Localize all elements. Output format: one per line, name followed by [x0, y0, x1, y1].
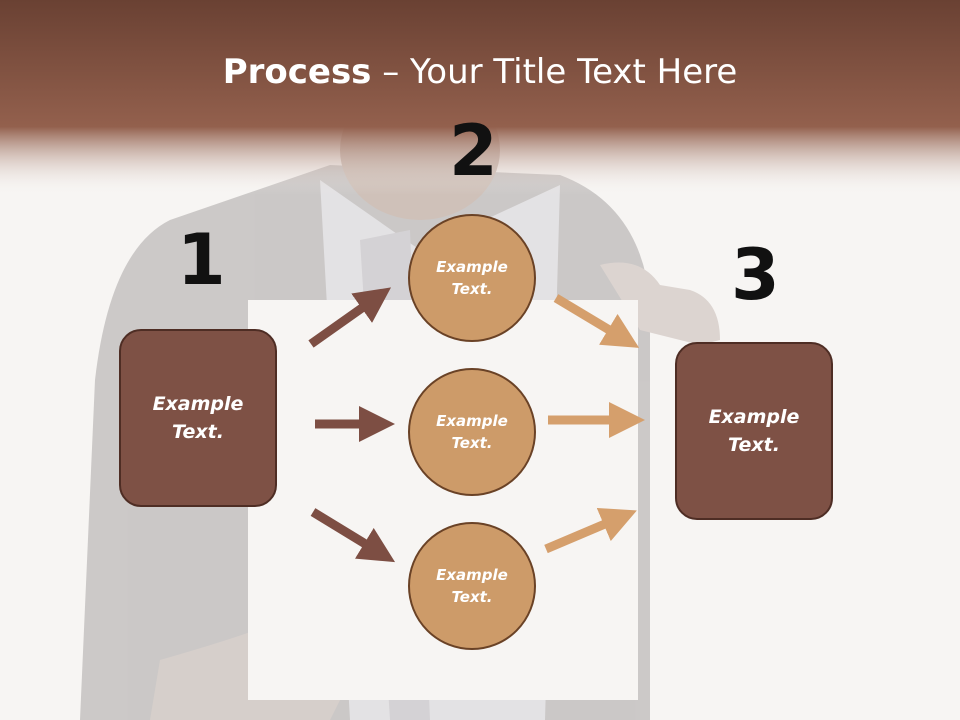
circle-bottom: Example Text. [408, 522, 536, 650]
left-process-box: Example Text. [119, 329, 277, 507]
right-process-box: Example Text. [675, 342, 833, 520]
step-number-1: 1 [177, 219, 226, 301]
arrow-left-to-top [308, 287, 392, 348]
circle-middle-text: Example Text. [436, 411, 508, 453]
title-rest: – Your Title Text Here [371, 52, 738, 92]
right-box-text: Example Text. [708, 405, 800, 457]
circle-top: Example Text. [408, 214, 536, 342]
arrow-top-to-right [553, 294, 640, 348]
step-number-2: 2 [449, 110, 498, 192]
step-number-3: 3 [731, 234, 780, 316]
circle-middle: Example Text. [408, 368, 536, 496]
arrow-left-to-bottom [310, 508, 396, 563]
title-bold: Process [222, 52, 372, 92]
circle-top-text: Example Text. [436, 257, 508, 299]
arrow-bottom-to-right [544, 507, 637, 554]
left-box-text: Example Text. [152, 392, 244, 444]
slide-title: Process – Your Title Text Here [0, 52, 960, 92]
circle-bottom-text: Example Text. [436, 565, 508, 607]
